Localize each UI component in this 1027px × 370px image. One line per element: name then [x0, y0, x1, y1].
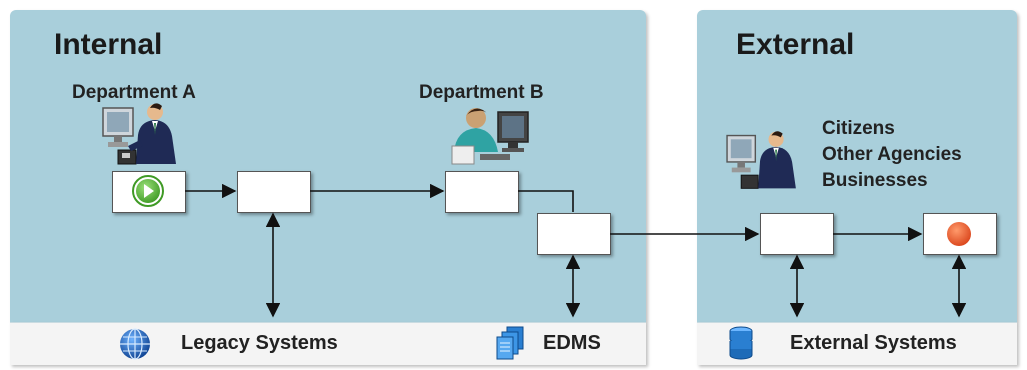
database-icon [729, 326, 753, 360]
audience-other-agencies: Other Agencies [822, 144, 962, 165]
edms-label: EDMS [543, 332, 601, 354]
external-title: External [736, 28, 855, 61]
globe-icon [120, 328, 150, 360]
person-computer-icon [726, 131, 796, 189]
process-step-box[interactable] [237, 171, 311, 213]
external-systems-label: External Systems [790, 332, 957, 354]
internal-title: Internal [54, 28, 163, 61]
stop-icon [947, 222, 971, 246]
process-step-box[interactable] [445, 171, 519, 213]
department-b-label: Department B [419, 82, 544, 103]
person-computer-icon [102, 103, 176, 165]
audience-list: Citizens Other Agencies Businesses [822, 116, 962, 194]
legacy-systems-label: Legacy Systems [181, 332, 338, 354]
start-icon [132, 175, 164, 207]
internal-footer [10, 322, 646, 365]
person-computer-icon [451, 108, 529, 165]
audience-businesses: Businesses [822, 170, 928, 191]
document-stack-icon [496, 326, 524, 360]
process-step-box[interactable] [537, 213, 611, 255]
audience-citizens: Citizens [822, 118, 895, 139]
internal-panel [10, 10, 646, 322]
flow-connector [518, 190, 574, 212]
department-a-label: Department A [72, 82, 196, 103]
